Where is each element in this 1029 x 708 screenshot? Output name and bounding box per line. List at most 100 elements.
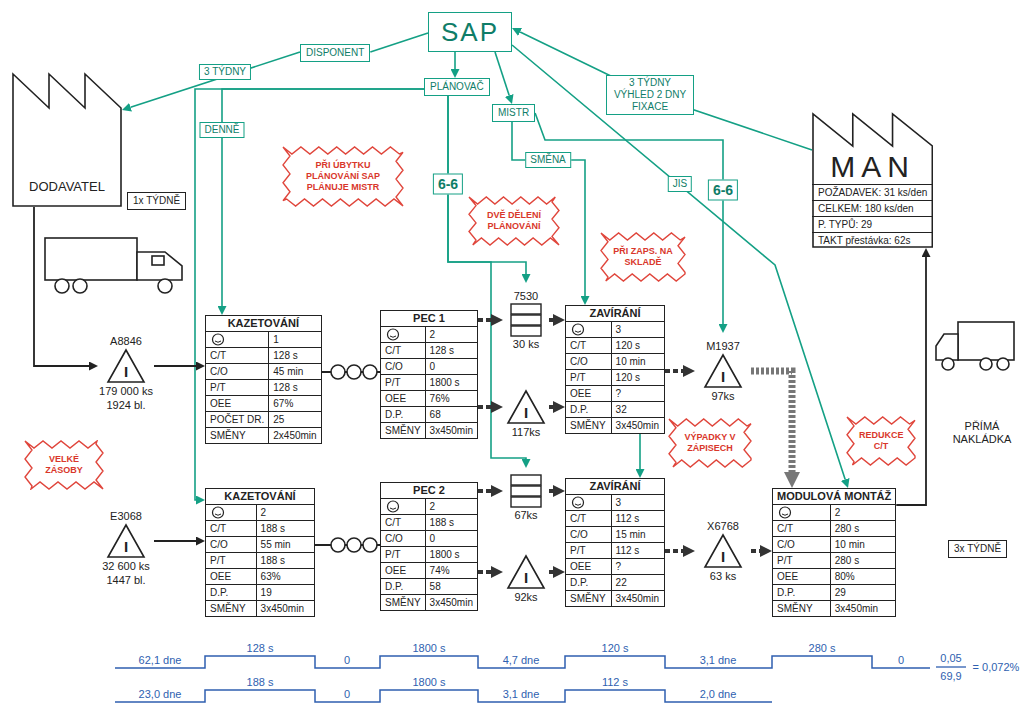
metric-value: 3x450min [257,600,314,616]
fraction-line [936,666,966,667]
inventory-quantity: 67ks [514,508,537,522]
metric-value: 120 s [612,369,664,385]
data-box: MISTR [492,104,535,122]
process-box: ZAVÍRÁNÍ3C/T120 sC/O10 minP/T120 sOEE?D.… [565,305,665,434]
kaizen-burst: DVĚ DĚLENÍ PLÁNOVÁNÍ [468,196,560,246]
timeline-value: 69,9 [940,670,961,683]
timeline-value: 0,05 [940,652,961,665]
metric-value: 0 [426,530,477,546]
metric-name: P/T [381,546,426,562]
edge-label: 6-6 [708,180,738,201]
metric-name: C/O [381,530,426,546]
conveyor-circle [331,365,345,379]
inventory-mark: I [721,368,725,386]
kaizen-burst: REDUKCE C/T [846,416,916,466]
metric-value: 19 [257,584,314,600]
push-arrow [549,405,553,409]
information-flow-arrow [512,45,845,479]
inventory-quantity: 92ks [514,590,537,604]
metric-name: C/T [566,337,612,353]
metric-name: D.P. [566,574,612,590]
metric-value: 188 s [257,552,314,568]
triangle-shape [108,350,144,382]
data-box: 3x TÝDNĚ [948,540,1007,558]
metric-value: 128 s [426,342,477,358]
operator-icon [210,333,226,346]
inventory-label: 7530 [514,289,538,303]
factory-shape [813,114,932,247]
customer-factory: MANPOŽADAVEK: 31 ks/denCELKEM: 180 ks/de… [812,112,933,248]
kaizen-burst: VÝPADKY V ZÁPISECH [668,418,752,468]
inventory-quantity: 32 600 ks [102,559,150,573]
timeline-value: 1800 s [412,676,445,689]
supplier-factory: DODAVATEL [12,72,122,207]
process-box: KAZETOVÁNÍ1C/T128 sC/O45 minP/T128 sOEE6… [205,315,322,444]
inventory-quantity: 97ks [711,389,734,403]
burst-shape [601,233,685,281]
metric-value: 25 [269,411,320,427]
operator-head [573,497,584,508]
kaizen-note: DVĚ DĚLENÍ PLÁNOVÁNÍ [481,210,547,232]
operator-count: 2 [426,326,477,342]
stack-box [511,326,541,336]
metric-name: SMĚNY [566,590,612,606]
process-box: PEC 12C/T128 sC/O0P/T1800 sOEE76%D.P.68S… [380,310,478,439]
push-arrow [751,549,760,553]
inventory-shape: I [506,389,546,425]
kaizen-burst: VELKÉ ZÁSOBY [24,440,104,490]
inventory-triangle: M1937I97ks [695,333,751,403]
inventory-label: A8846 [110,334,142,348]
metric-value: 45 min [269,363,320,379]
operator-cell [566,494,612,510]
conveyor-circle [363,365,377,379]
push-arrow [549,570,553,574]
inventory-quantity: 179 000 ks [99,384,153,398]
metric-value: 68 [426,406,477,422]
box-label: MISTR [498,107,529,119]
timeline-value: 128 s [247,642,274,655]
information-flow-arrow [131,52,300,107]
metric-name: C/T [206,347,269,363]
metric-value: 120 s [612,337,664,353]
inventory-mark: I [524,404,528,422]
operator-icon [385,328,401,341]
metric-value: 3x450min [612,417,664,433]
metric-value: 188 s [426,514,477,530]
metric-name: SMĚNY [381,422,426,438]
edge-label: SMĚNA [525,152,571,168]
metric-value: 1800 s [426,374,477,390]
stack-outline [506,303,546,337]
push-arrow [478,318,491,322]
operator-count: 3 [612,321,664,337]
metric-value: 55 min [257,536,314,552]
timeline-value: 62,1 dne [139,654,182,667]
metric-value: 3x450min [426,422,477,438]
metric-name: P/T [566,369,612,385]
stack-shape [506,303,546,337]
metric-value: 67% [269,395,320,411]
metric-name: OEE [206,395,269,411]
timeline-value: 3,1 dne [700,654,737,667]
metric-value: 63% [257,568,314,584]
factory-shape [13,74,121,206]
metric-name: SMĚNY [206,600,257,616]
metric-name: C/O [566,526,612,542]
truck-wheel [158,279,172,293]
metric-value: 2x450min [269,427,320,443]
timeline [115,690,772,702]
burst-shape [669,419,751,467]
stack-box [511,486,541,496]
triangle-shape [108,525,144,557]
metric-name: P/T [206,379,269,395]
metric-name: SMĚNY [206,427,269,443]
metric-value: 58 [426,578,477,594]
burst-shape [469,197,559,245]
customer-data: CELKEM: 180 ks/den [812,200,933,216]
data-box: DISPONENT [300,44,370,62]
metric-name: C/O [206,363,269,379]
operator-cell [206,331,269,347]
truck-wheel [997,358,1009,370]
operator-icon [385,500,401,513]
inventory-stack: 753030 ks [503,283,549,351]
inventory-shape: I [106,348,146,384]
